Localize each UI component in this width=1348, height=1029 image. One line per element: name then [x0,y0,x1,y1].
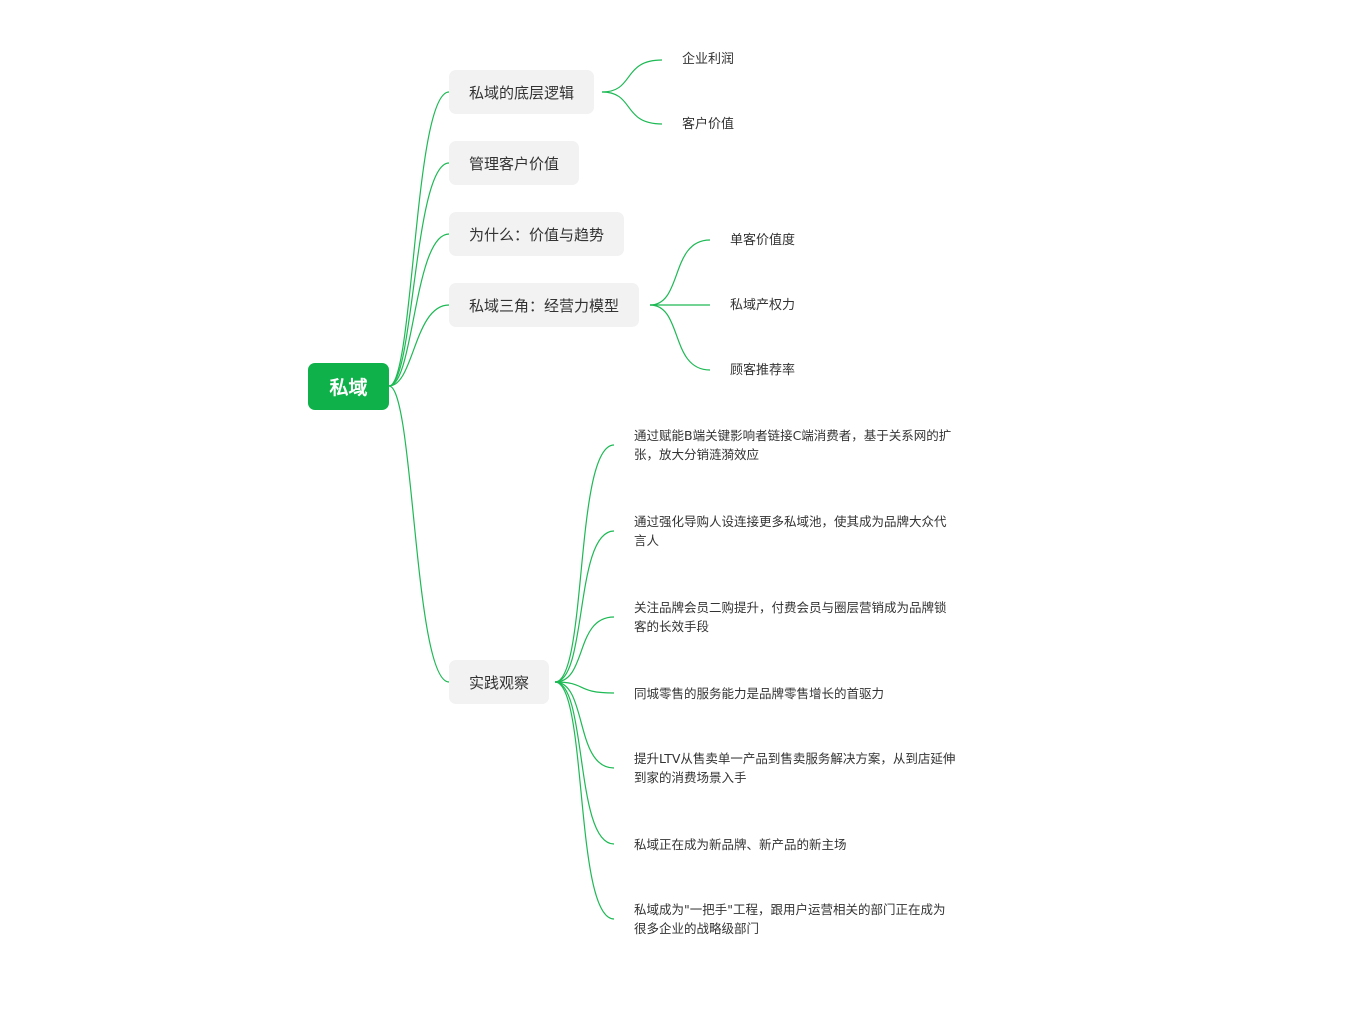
practice-note[interactable]: 同城零售的服务能力是品牌零售增长的首驱力 [634,684,1004,703]
root-branch-connector [388,385,450,683]
branch-note-connector [554,616,615,683]
branch-leaf-connector [601,91,663,125]
root-branch-connector [388,162,450,387]
practice-note[interactable]: 私域正在成为新品牌、新产品的新主场 [634,835,1004,854]
branch-leaf-connector [649,304,711,371]
note-line: 提升LTV从售卖单一产品到售卖服务解决方案，从到店延伸 [634,751,956,766]
branch-node-why[interactable]: 为什么：价值与趋势 [449,212,625,256]
branch-node-manage-value[interactable]: 管理客户价值 [449,141,580,185]
note-line: 很多企业的战略级部门 [634,921,760,936]
leaf-node[interactable]: 企业利润 [682,52,735,67]
branch-note-connector [554,681,615,769]
note-line: 客的长效手段 [634,619,710,634]
note-line: 私域成为"一把手"工程，跟用户运营相关的部门正在成为 [634,902,946,917]
leaf-node[interactable]: 客户价值 [682,117,735,132]
note-line: 言人 [634,533,660,548]
root-branch-connector [388,304,450,387]
note-line: 通过强化导购人设连接更多私域池，使其成为品牌大众代 [634,514,947,529]
note-line: 到家的消费场景入手 [634,770,747,785]
leaf-node[interactable]: 单客价值度 [730,233,796,248]
note-line: 张，放大分销涟漪效应 [634,447,760,462]
branch-node-practice[interactable]: 实践观察 [449,660,550,704]
practice-note[interactable]: 私域成为"一把手"工程，跟用户运营相关的部门正在成为 很多企业的战略级部门 [634,900,1004,938]
practice-note[interactable]: 通过强化导购人设连接更多私域池，使其成为品牌大众代 言人 [634,512,1004,550]
branch-note-connector [554,681,615,845]
note-line: 通过赋能B端关键影响者链接C端消费者，基于关系网的扩 [634,428,952,443]
branch-leaf-connector [649,239,711,306]
practice-note[interactable]: 通过赋能B端关键影响者链接C端消费者，基于关系网的扩 张，放大分销涟漪效应 [634,426,1004,464]
branch-node-triangle[interactable]: 私域三角：经营力模型 [449,283,640,327]
note-line: 关注品牌会员二购提升，付费会员与圈层营销成为品牌锁 [634,600,947,615]
leaf-node[interactable]: 私域产权力 [730,298,796,313]
root-branch-connector [388,91,450,387]
root-branch-connector [388,233,450,387]
branch-note-connector [554,681,615,920]
note-line: 私域正在成为新品牌、新产品的新主场 [634,837,847,852]
note-line: 同城零售的服务能力是品牌零售增长的首驱力 [634,686,885,701]
leaf-node[interactable]: 顾客推荐率 [730,363,796,378]
root-node[interactable]: 私域 [308,363,389,410]
branch-node-logic[interactable]: 私域的底层逻辑 [449,70,595,114]
practice-note[interactable]: 提升LTV从售卖单一产品到售卖服务解决方案，从到店延伸 到家的消费场景入手 [634,749,1004,787]
branch-leaf-connector [601,59,663,93]
branch-note-connector [554,444,615,683]
branch-note-connector [554,681,615,694]
branch-note-connector [554,530,615,683]
practice-note[interactable]: 关注品牌会员二购提升，付费会员与圈层营销成为品牌锁 客的长效手段 [634,598,1004,636]
